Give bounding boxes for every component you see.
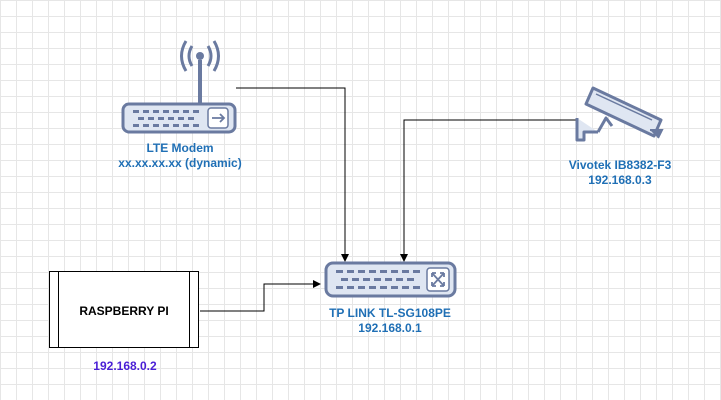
camera-name: Vivotek IB8382-F3 — [568, 158, 672, 172]
camera-label: Vivotek IB8382-F3 192.168.0.3 — [540, 158, 700, 188]
connector-camera-switch — [400, 119, 577, 262]
connector-modem-switch — [236, 87, 349, 262]
switch-label: TP LINK TL-SG108PE 192.168.0.1 — [310, 306, 470, 336]
connector-pi-switch — [200, 280, 321, 312]
lte-modem-address: xx.xx.xx.xx (dynamic) — [118, 156, 242, 170]
camera-address: 192.168.0.3 — [588, 173, 652, 187]
switch-address: 192.168.0.1 — [358, 321, 422, 335]
raspberry-pi-label: RASPBERRY PI — [79, 304, 169, 318]
lte-modem-name: LTE Modem — [146, 141, 214, 155]
switch-name: TP LINK TL-SG108PE — [329, 306, 451, 320]
lte-modem-label: LTE Modem xx.xx.xx.xx (dynamic) — [100, 141, 260, 171]
router-icon[interactable] — [121, 40, 237, 134]
box-divider-left — [58, 272, 59, 347]
raspberry-pi-address: 192.168.0.2 — [93, 359, 157, 373]
box-divider-right — [189, 272, 190, 347]
raspberry-pi-box[interactable]: RASPBERRY PI — [49, 271, 199, 348]
cctv-camera-icon[interactable] — [575, 86, 664, 142]
switch-icon[interactable] — [324, 261, 457, 298]
